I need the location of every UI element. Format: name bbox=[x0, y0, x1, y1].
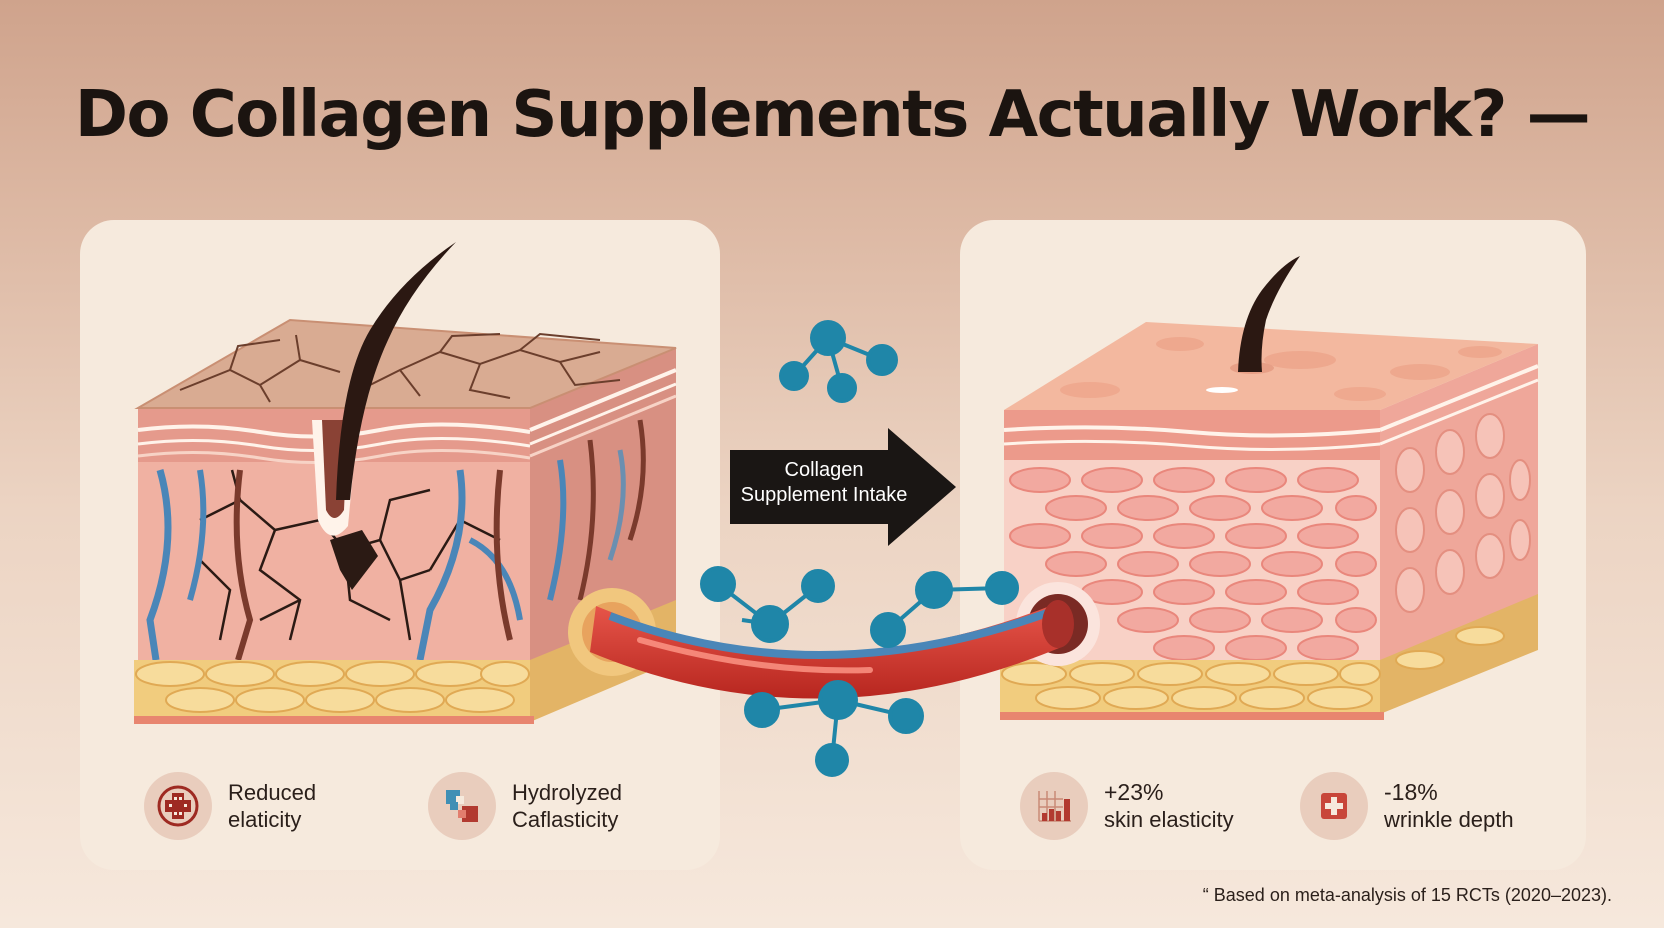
healthy-skin-cube bbox=[1000, 256, 1539, 720]
collagen-cells bbox=[1009, 467, 1377, 661]
arrow-label-line2: Supplement Intake bbox=[740, 484, 908, 506]
stat-wrinkle-depth: -18% wrinkle depth bbox=[1300, 772, 1514, 840]
stat-skin-elasticity: +23% skin elasticity bbox=[1020, 772, 1234, 840]
dry-skin-cube bbox=[134, 242, 677, 724]
blood-vessel bbox=[568, 582, 1100, 699]
surface-cracks bbox=[179, 332, 621, 403]
stat-value: +23% bbox=[1104, 779, 1164, 805]
molecule-blocks-icon bbox=[428, 772, 496, 840]
fat-layer-left bbox=[134, 600, 676, 724]
page-title: Do Collagen Supplements Actually Work? — bbox=[74, 78, 1591, 152]
arrow-label: Collagen Supplement Intake bbox=[734, 458, 914, 508]
stat-label: skin elasticity bbox=[1104, 807, 1234, 832]
stat-line2: Caflasticity bbox=[512, 807, 619, 832]
stat-line1: Reduced bbox=[228, 780, 317, 805]
medical-cross-icon bbox=[1300, 772, 1368, 840]
arrow-right-icon bbox=[730, 428, 956, 546]
stat-reduced-elasticity: Reduced elaticity bbox=[144, 772, 316, 840]
stat-value: -18% bbox=[1384, 779, 1438, 805]
stat-line2: elaticity bbox=[228, 807, 302, 832]
fat-layer-right bbox=[1000, 594, 1538, 720]
stat-hydrolyzed: Hydrolyzed Caflasticity bbox=[428, 772, 622, 840]
stat-line1: Hydrolyzed bbox=[512, 780, 623, 805]
cross-badge-icon bbox=[144, 772, 212, 840]
collagen-molecules bbox=[700, 320, 1019, 777]
footnote: “ Based on meta-analysis of 15 RCTs (202… bbox=[1202, 885, 1612, 905]
bar-chart-icon bbox=[1020, 772, 1088, 840]
stat-label: wrinkle depth bbox=[1384, 807, 1514, 832]
arrow-label-line1: Collagen bbox=[784, 459, 864, 481]
